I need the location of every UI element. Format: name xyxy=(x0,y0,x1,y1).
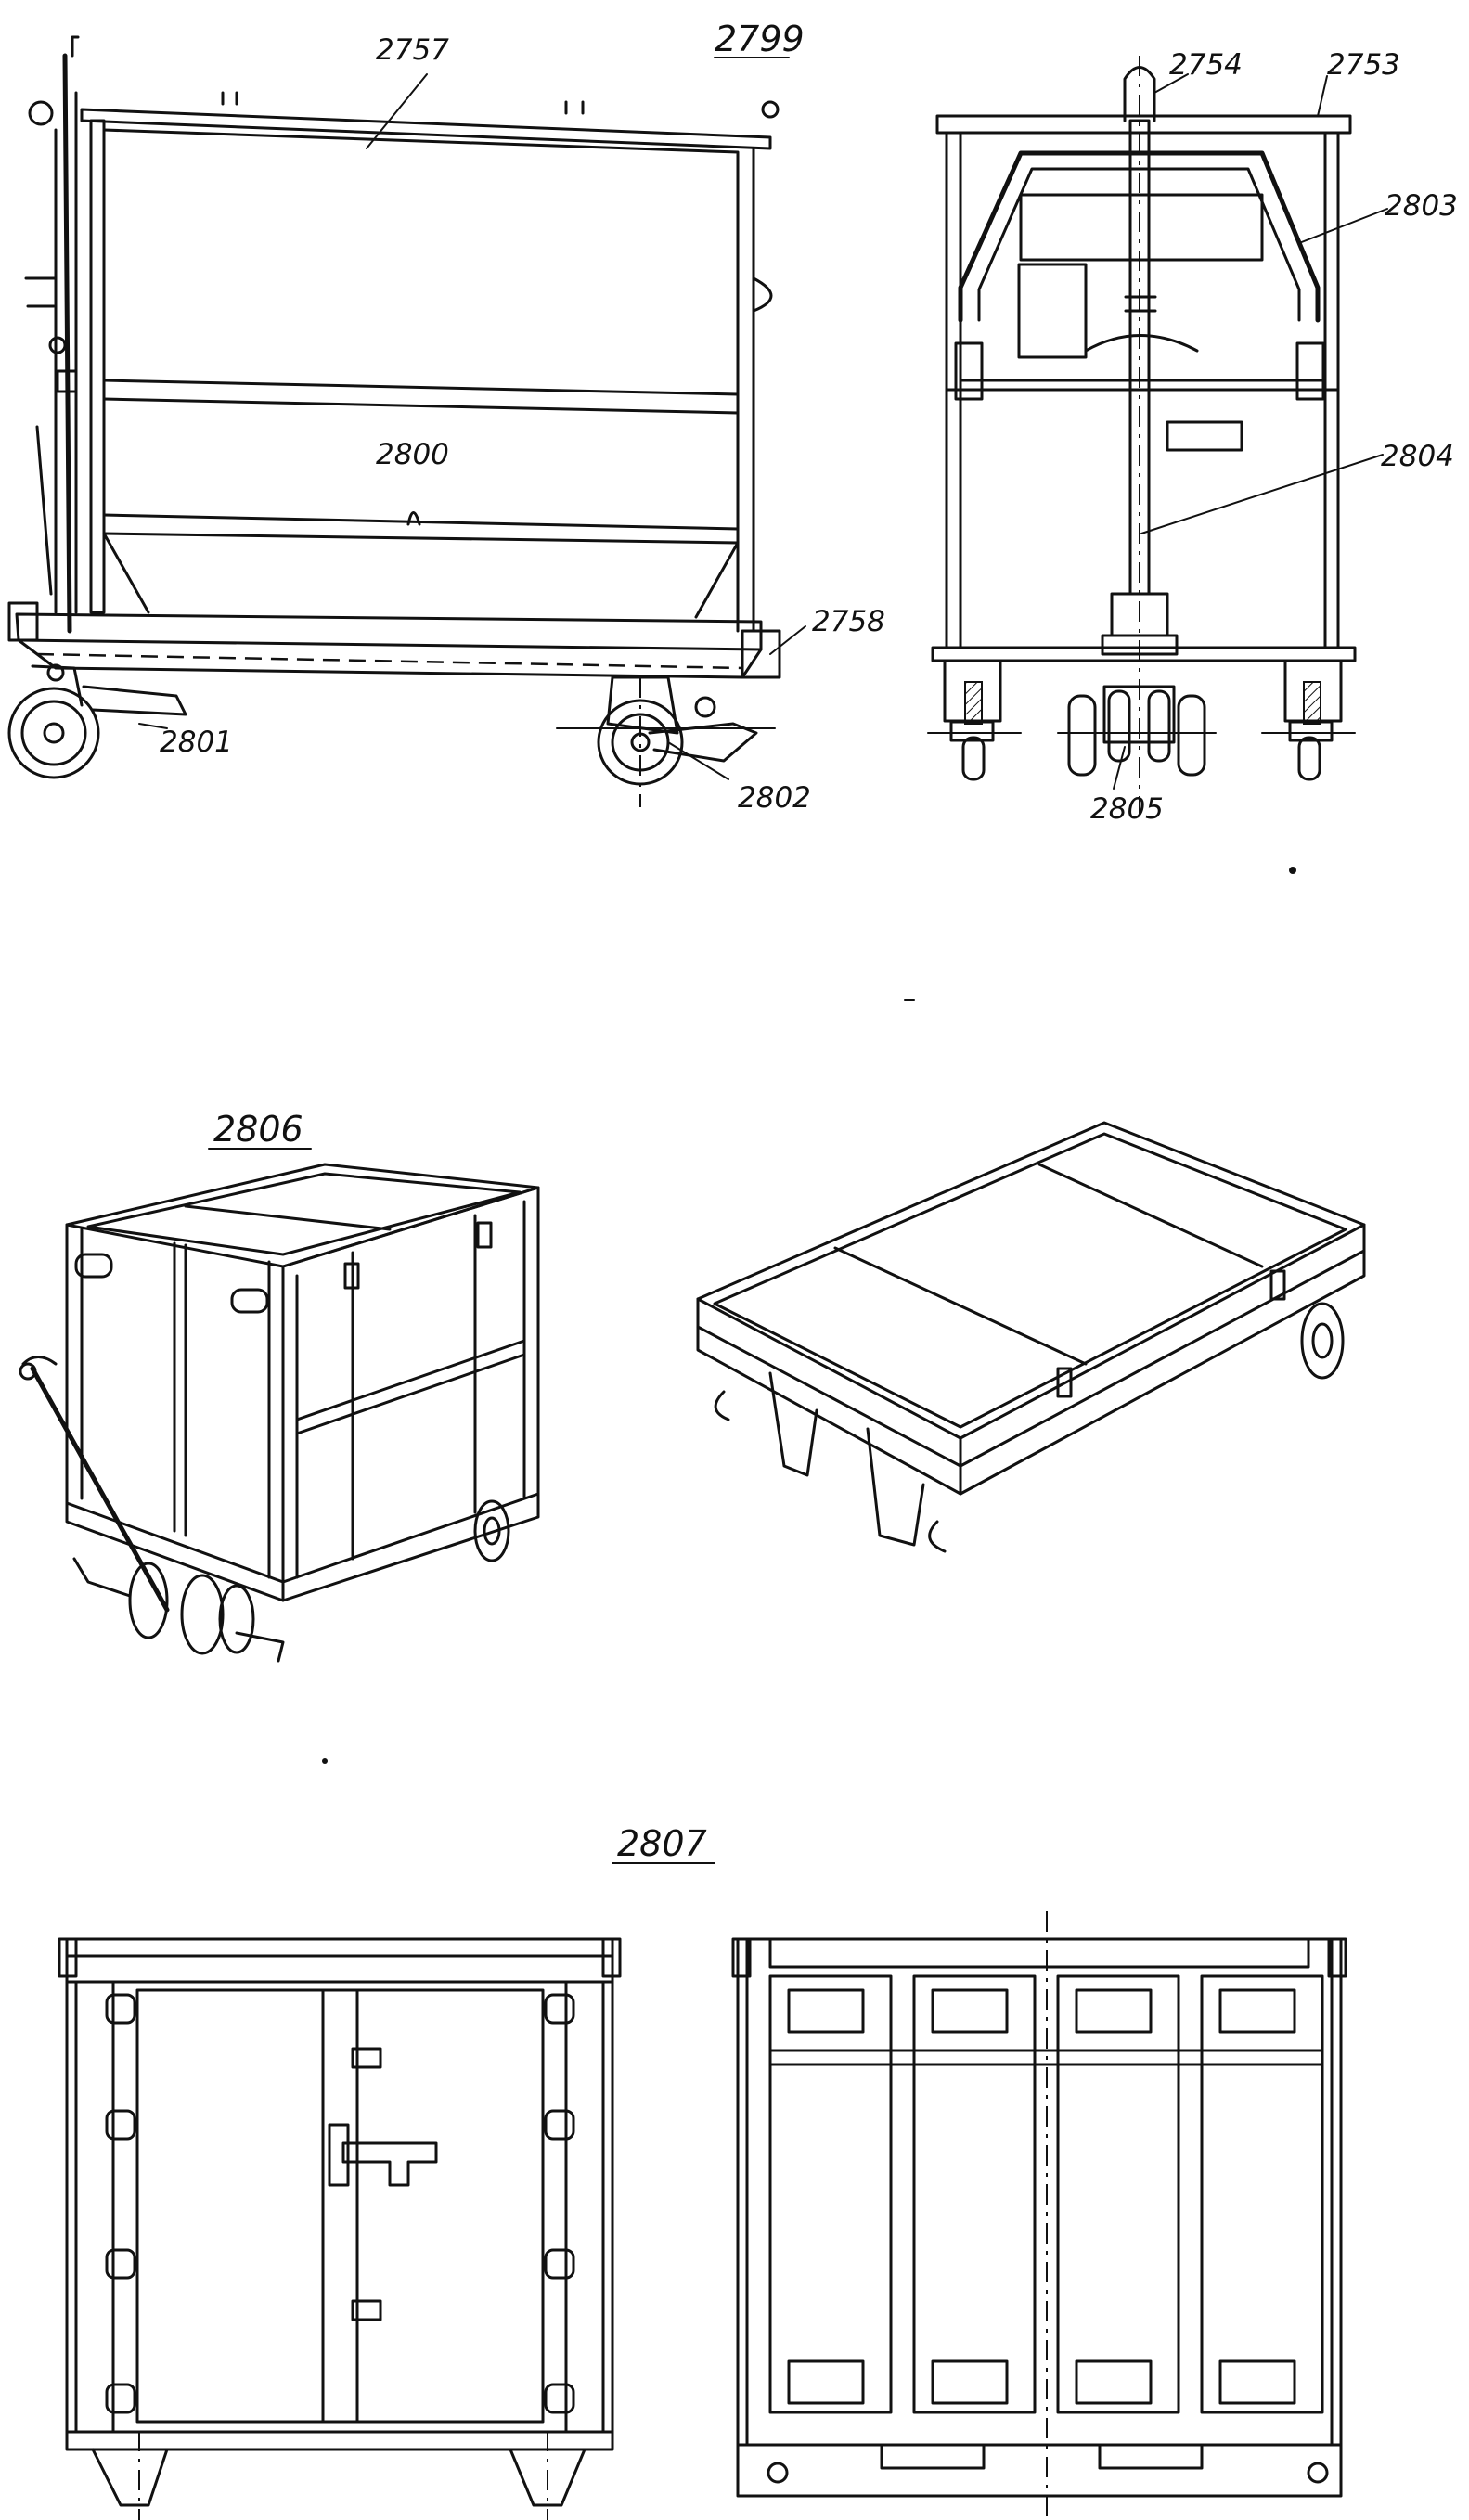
callout-2801: 2801 xyxy=(160,726,233,759)
callout-2754: 2754 xyxy=(1169,48,1243,82)
figure-number-2806: 2806 xyxy=(213,1109,303,1150)
fig-2806-container-perspective: 2806 xyxy=(19,1109,540,1663)
fig-2799-side-view: 2757 2799 2800 2801 2802 2758 xyxy=(7,19,885,815)
callout-2753: 2753 xyxy=(1327,48,1400,82)
callout-2802: 2802 xyxy=(738,781,811,815)
fig-2799-end-view: 2754 2753 2803 2804 2805 xyxy=(927,48,1458,826)
callout-2805: 2805 xyxy=(1090,792,1164,826)
callout-2803: 2803 xyxy=(1385,189,1458,223)
print-speck xyxy=(322,1758,328,1764)
callout-2800: 2800 xyxy=(376,438,449,471)
callout-2758: 2758 xyxy=(812,605,885,638)
callout-2757: 2757 xyxy=(376,33,449,67)
figure-number-2807: 2807 xyxy=(617,1823,707,1864)
fig-2806-flat-dolly xyxy=(696,1121,1366,1553)
print-speck xyxy=(1289,867,1296,874)
fig-2807-elevations: 2807 xyxy=(58,1823,1347,2520)
figure-number-2799: 2799 xyxy=(715,19,805,59)
callout-2804: 2804 xyxy=(1381,440,1454,473)
